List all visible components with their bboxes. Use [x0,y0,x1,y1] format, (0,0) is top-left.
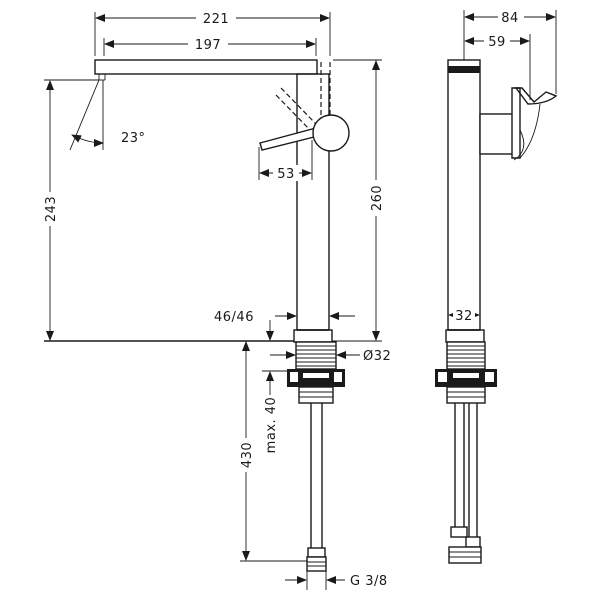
dim-221-label: 221 [203,12,229,27]
front-dimensions: 221 197 23° 53 243 260 46/46 [42,10,391,590]
side-threaded-shank [446,341,486,370]
lever-alt-position [275,62,331,132]
dim-53-label: 53 [277,167,295,182]
side-body [447,59,481,331]
dim-59-label: 59 [488,35,506,50]
dim-260-label: 260 [370,185,385,211]
supply-hose [306,403,327,572]
side-handle [479,87,558,161]
dim-84-label: 84 [501,11,519,26]
handle [259,114,350,152]
dim-32-label: 32 [455,309,473,324]
threaded-shank [295,341,337,370]
dim-430-label: 430 [240,442,255,468]
dim-46-label: 46/46 [214,310,254,325]
dim-max40-label: max. 40 [264,397,279,454]
front-view [44,59,350,572]
spout [94,59,318,81]
dim-197-label: 197 [195,38,221,53]
side-dimensions: 84 59 32 [447,9,557,330]
side-fixing-nut [435,369,497,404]
fixing-nut [287,369,345,404]
dim-243-label: 243 [44,196,59,222]
dim-g38-label: G 3/8 [350,574,388,589]
side-supply-hoses [448,403,482,564]
dim-23-label: 23° [121,131,146,146]
base-collar [293,329,333,343]
faucet-body [296,73,330,331]
side-view [435,59,558,564]
dim-32dia-label: Ø32 [363,349,391,364]
